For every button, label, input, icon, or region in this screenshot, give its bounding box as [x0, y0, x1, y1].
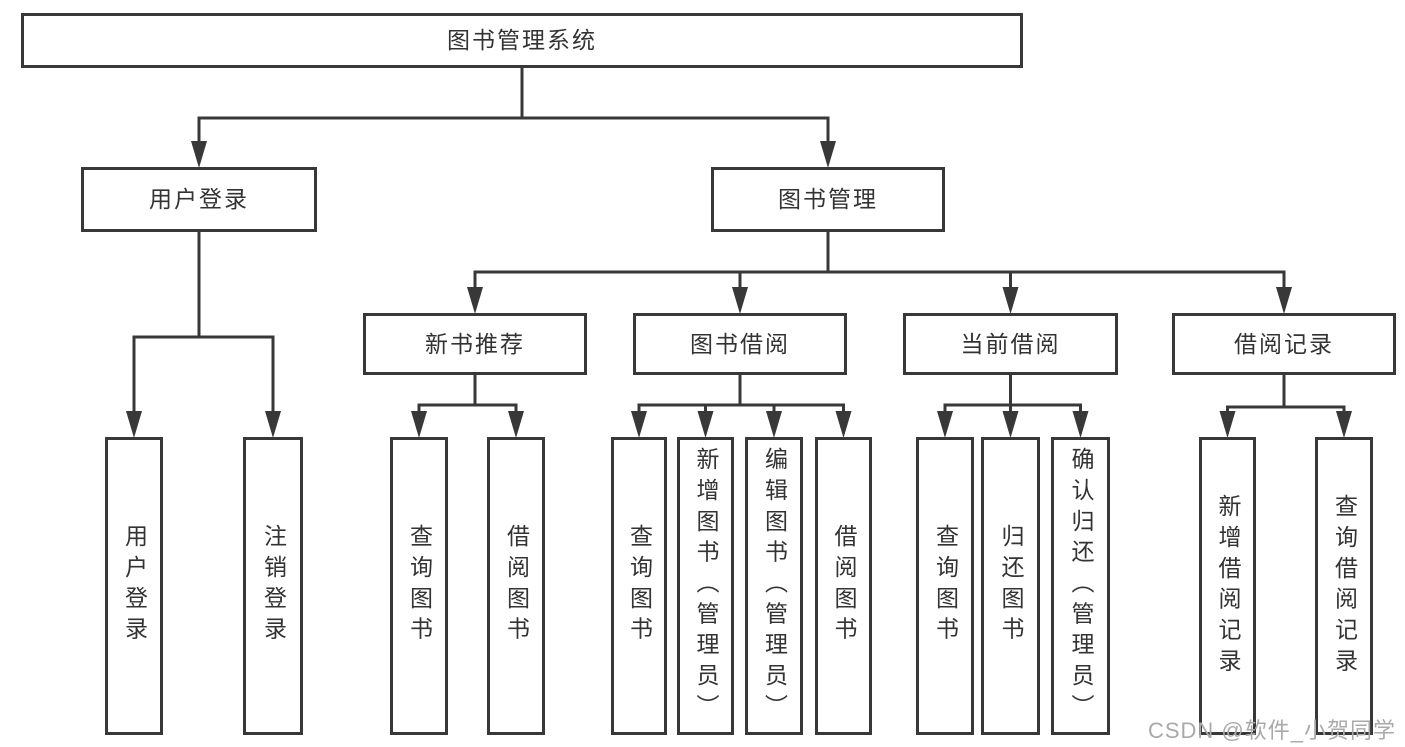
arrow-down-icon [732, 287, 748, 314]
node-label: 编辑图书（管理员） [761, 447, 788, 725]
node-book-borrowing: 图书借阅 [633, 313, 847, 375]
node-label: 查询图书 [626, 524, 653, 648]
arrow-down-icon [631, 411, 647, 438]
node-leaf-logout-login: 注销登录 [243, 437, 303, 735]
arrow-down-icon [835, 411, 852, 438]
node-label: 图书管理 [778, 186, 878, 212]
node-label: 新书推荐 [425, 330, 525, 357]
arrow-down-icon [126, 411, 142, 438]
node-leaf-query-books-3: 查询图书 [916, 437, 974, 735]
node-label: 注销登录 [260, 524, 287, 648]
node-new-book-recommend: 新书推荐 [363, 313, 587, 375]
arrow-down-icon [191, 141, 207, 168]
node-label: 查询图书 [406, 524, 433, 648]
node-label: 当前借阅 [960, 330, 1061, 357]
node-borrowing-records: 借阅记录 [1172, 313, 1396, 375]
node-label: 借阅图书 [503, 524, 530, 648]
arrow-down-icon [265, 411, 281, 438]
arrow-down-icon [1219, 411, 1236, 438]
arrow-down-icon [937, 411, 953, 438]
arrow-down-icon [1002, 411, 1019, 438]
node-leaf-add-borrow-record: 新增借阅记录 [1199, 437, 1256, 735]
node-leaf-user-login: 用户登录 [105, 437, 163, 735]
node-leaf-borrow-books-1: 借阅图书 [487, 437, 545, 735]
node-label: 借阅记录 [1234, 330, 1334, 357]
node-user-login: 用户登录 [81, 167, 317, 232]
node-label: 用户登录 [121, 524, 148, 648]
arrow-down-icon [1002, 287, 1019, 314]
node-label: 归还图书 [998, 524, 1024, 648]
node-root: 图书管理系统 [21, 13, 1023, 68]
node-label: 图书借阅 [690, 330, 790, 357]
node-label: 新增图书（管理员） [693, 447, 719, 725]
node-current-borrowing: 当前借阅 [903, 313, 1118, 375]
node-leaf-query-borrow-record: 查询借阅记录 [1315, 437, 1373, 735]
arrow-down-icon [697, 411, 714, 438]
node-label: 图书管理系统 [447, 27, 597, 53]
arrow-down-icon [508, 411, 524, 438]
node-leaf-confirm-return: 确认归还（管理员） [1051, 437, 1110, 735]
arrow-down-icon [1276, 287, 1292, 314]
node-label: 新增借阅记录 [1215, 493, 1241, 679]
arrow-down-icon [1072, 411, 1089, 438]
node-leaf-query-books-2: 查询图书 [611, 437, 667, 735]
arrow-down-icon [1336, 411, 1352, 438]
arrow-down-icon [411, 411, 427, 438]
node-label: 确认归还（管理员） [1068, 447, 1094, 725]
watermark: CSDN @软件_小贺同学 [1147, 718, 1396, 743]
node-leaf-add-books: 新增图书（管理员） [677, 437, 734, 735]
node-label: 借阅图书 [831, 524, 857, 648]
node-label: 查询借阅记录 [1331, 493, 1358, 679]
node-label: 查询图书 [932, 524, 959, 648]
arrow-down-icon [820, 141, 836, 168]
node-book-management: 图书管理 [711, 167, 945, 232]
node-leaf-edit-books: 编辑图书（管理员） [745, 437, 803, 735]
node-leaf-borrow-books-2: 借阅图书 [815, 437, 872, 735]
arrow-down-icon [766, 411, 782, 438]
node-label: 用户登录 [149, 186, 249, 212]
node-leaf-query-books-1: 查询图书 [390, 437, 448, 735]
node-leaf-return-books: 归还图书 [981, 437, 1040, 735]
arrow-down-icon [467, 287, 483, 314]
